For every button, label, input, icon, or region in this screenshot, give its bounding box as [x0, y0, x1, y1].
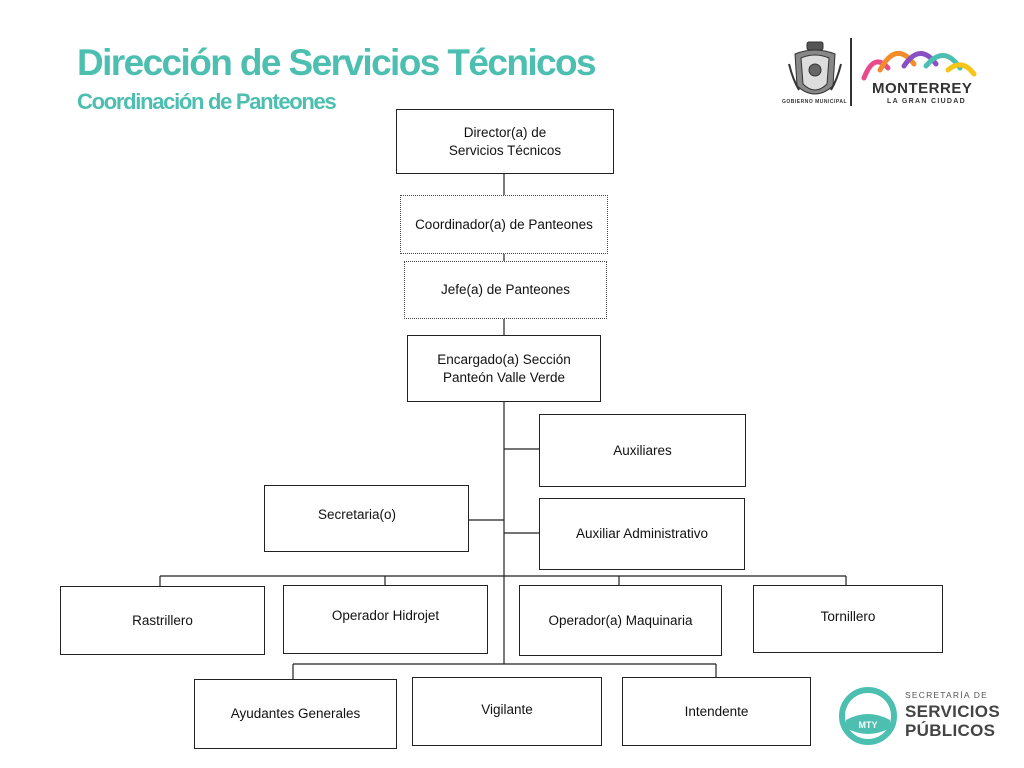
municipal-seal-logo	[788, 41, 842, 95]
box-tornillero: Tornillero	[753, 585, 943, 653]
page-title: Dirección de Servicios Técnicos	[77, 42, 597, 83]
logo-divider	[850, 38, 852, 106]
box-operador-hidrojet: Operador Hidrojet	[283, 585, 488, 654]
box-vigilante: Vigilante	[412, 677, 602, 746]
box-intendente: Intendente	[622, 677, 811, 746]
servicios-publicos-logo-icon: MTY	[839, 687, 897, 745]
page-subtitle: Coordinación de Panteones	[77, 89, 337, 114]
box-secretaria: Secretaria(o)	[264, 485, 469, 552]
box-operador-maquinaria: Operador(a) Maquinaria	[519, 585, 722, 656]
monterrey-name: MONTERREY	[872, 80, 973, 97]
monterrey-tagline: LA GRAN CIUDAD	[887, 98, 966, 105]
ssp-label: SECRETARÍA DE	[905, 690, 988, 700]
ssp-line-1: SERVICIOS	[905, 702, 1000, 721]
monterrey-arches-logo	[861, 51, 977, 81]
box-rastrillero: Rastrillero	[60, 586, 265, 655]
box-encargado: Encargado(a) Sección Panteón Valle Verde	[407, 335, 601, 402]
box-auxiliares: Auxiliares	[539, 414, 746, 487]
box-coordinador: Coordinador(a) de Panteones	[400, 195, 608, 254]
box-ayudantes-generales: Ayudantes Generales	[194, 679, 397, 749]
box-director: Director(a) de Servicios Técnicos	[396, 109, 614, 174]
box-jefe: Jefe(a) de Panteones	[404, 261, 607, 319]
seal-caption: GOBIERNO MUNICIPAL	[782, 99, 848, 105]
ssp-badge-text: MTY	[859, 720, 878, 730]
box-auxiliar-administrativo: Auxiliar Administrativo	[539, 498, 745, 570]
ssp-line-2: PÚBLICOS	[905, 721, 996, 740]
